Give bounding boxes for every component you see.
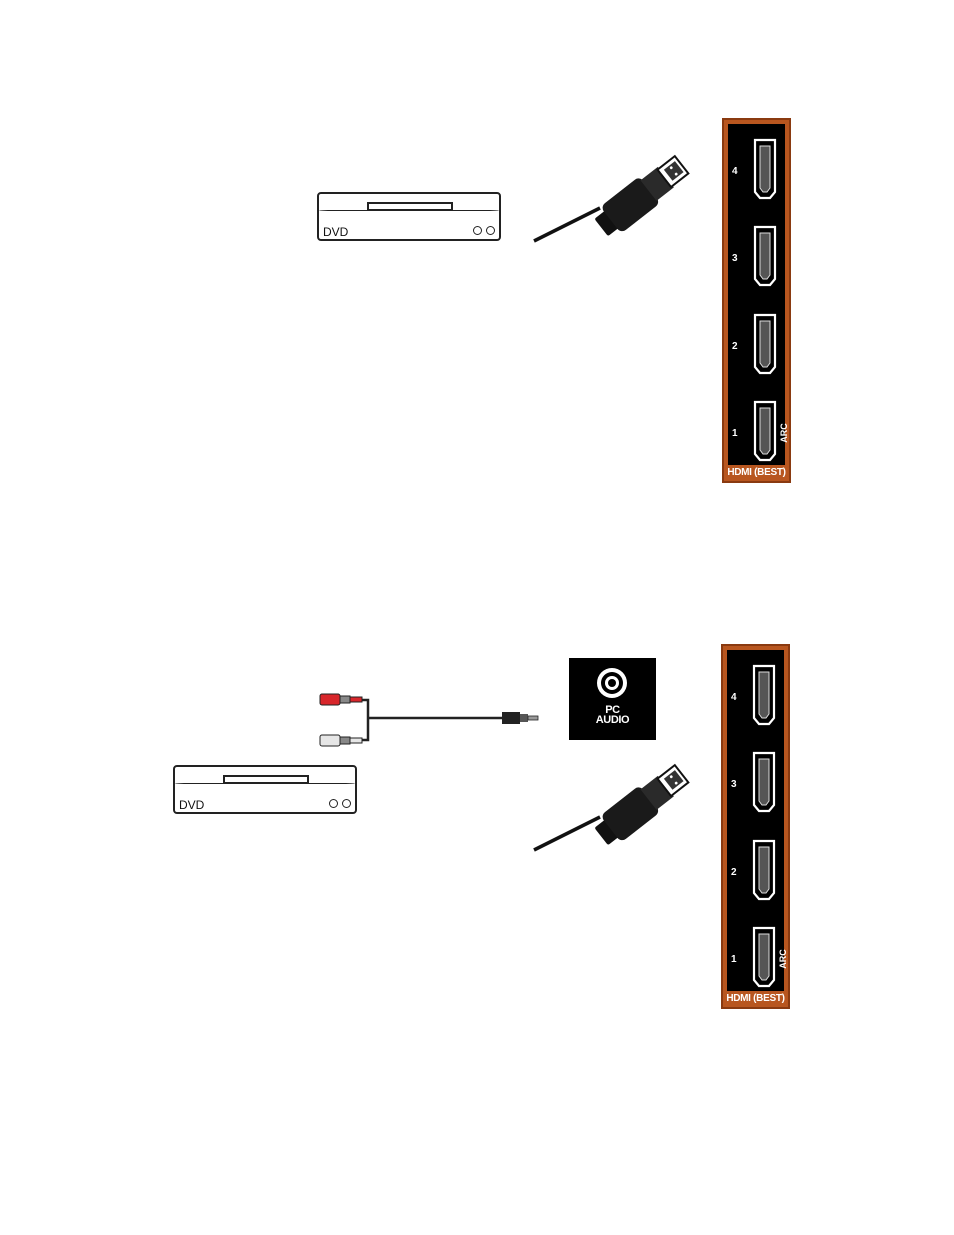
hdmi-port-icon: [751, 926, 777, 988]
pc-audio-jack: PC AUDIO: [569, 658, 656, 740]
hdmi-cable-icon: [530, 755, 700, 855]
hdmi-panel-footer: HDMI (BEST): [724, 465, 789, 481]
hdmi-port-number: 3: [732, 253, 738, 264]
disc-slot: [223, 775, 309, 784]
hdmi-panel: 4 3 2 1 ARC HDMI (BEST): [722, 118, 791, 483]
rca-to-mini-cable-icon: [318, 690, 548, 750]
hdmi-port-number: 1: [731, 954, 737, 965]
hdmi-port-icon: [751, 664, 777, 726]
hdmi-port-number: 4: [731, 692, 737, 703]
hdmi-port-icon: [752, 313, 778, 375]
dvd-knob: [342, 799, 351, 808]
disc-slot: [367, 202, 453, 211]
dvd-label: DVD: [179, 798, 204, 812]
hdmi-port-number: 2: [732, 341, 738, 352]
arc-label: ARC: [778, 949, 788, 969]
dvd-knob: [329, 799, 338, 808]
pc-audio-label-line2: AUDIO: [569, 715, 656, 725]
dvd-knob: [486, 226, 495, 235]
hdmi-panel-footer: HDMI (BEST): [723, 991, 788, 1007]
dvd-label: DVD: [323, 225, 348, 239]
hdmi-port-icon: [752, 400, 778, 462]
hdmi-port-icon: [751, 839, 777, 901]
hdmi-port-icon: [752, 138, 778, 200]
hdmi-port-number: 1: [732, 428, 738, 439]
hdmi-port-icon: [752, 225, 778, 287]
hdmi-port-number: 4: [732, 166, 738, 177]
hdmi-port-number: 2: [731, 867, 737, 878]
hdmi-port-icon: [751, 751, 777, 813]
audio-jack-icon: [595, 666, 629, 700]
hdmi-port-number: 3: [731, 779, 737, 790]
dvd-player: DVD: [173, 765, 357, 814]
dvd-knob: [473, 226, 482, 235]
hdmi-panel: 4 3 2 1 ARC HDMI (BEST): [721, 644, 790, 1009]
arc-label: ARC: [779, 423, 789, 443]
dvd-player: DVD: [317, 192, 501, 241]
hdmi-cable-icon: [530, 146, 700, 246]
